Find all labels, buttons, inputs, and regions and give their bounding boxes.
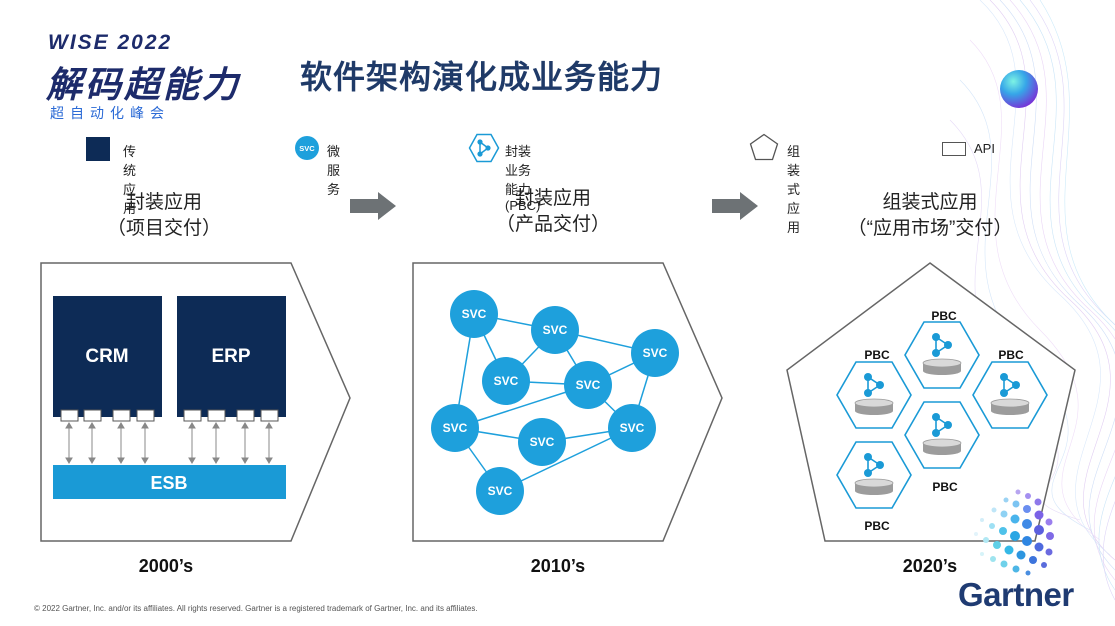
erp-block [177,296,286,417]
api-icon [942,142,966,156]
svc-label: SVC [488,484,513,498]
svc-node [608,404,656,452]
era-1-title: 封装应用 （项目交付） [34,190,294,242]
pbc-label: PBC [864,519,890,533]
microservice-icon-text: SVC [299,144,315,153]
era-2-year: 2010’s [530,556,586,576]
svc-node [431,404,479,452]
era-1-title-line1: 封装应用 [125,192,202,213]
pentagon-icon [749,133,779,161]
era-3-diagram: PBC PBC PBC PBC PBC [786,262,1076,542]
slide-title: 软件架构演化成业务能力 [300,59,664,95]
pbc-label: PBC [932,480,958,494]
legend-api-label: API [974,141,995,156]
pbc-icon [468,133,500,163]
event-tagline: 解码超能力 [46,64,242,105]
transition-arrow-2 [712,192,758,220]
svc-label: SVC [643,346,668,360]
decorative-dot-cluster [974,489,1054,576]
api-port [183,409,202,422]
svc-node [631,329,679,377]
era-3-title: 组装式应用 （“应用市场”交付） [800,190,1060,242]
svc-node [476,467,524,515]
erp-label: ERP [211,346,250,367]
esb-label: ESB [150,473,187,493]
svc-nodes [431,290,679,515]
api-port [207,409,226,422]
copyright-notice: © 2022 Gartner, Inc. and/or its affiliat… [34,604,478,613]
api-port [60,409,79,422]
transition-arrow-1 [350,192,396,220]
event-subtitle: 超自动化峰会 [50,105,170,121]
era-1-year: 2000’s [138,556,194,576]
svc-label: SVC [462,307,487,321]
microservice-icon: SVC [295,136,319,160]
svc-label: SVC [494,374,519,388]
era-1-title-line2: （项目交付） [106,218,221,239]
svc-node [482,357,530,405]
era-2-title-line2: （产品交付） [495,214,610,235]
esb-bar [53,465,286,499]
svc-label: SVC [530,435,555,449]
legend-pbc-label: 封装业务能力 (PBC) [505,144,541,213]
svc-node [564,361,612,409]
era-1-diagram: CRM ERP ESB [40,262,351,542]
svc-node [531,306,579,354]
svc-node [518,418,566,466]
gartner-logo: Gartner [958,576,1074,613]
event-name: WISE 2022 [48,31,173,54]
api-port [236,409,255,422]
api-port [260,409,279,422]
era-3-title-line1: 组装式应用 [882,192,978,213]
svc-label: SVC [443,421,468,435]
pbc-label: PBC [864,348,890,362]
pbc-label: PBC [998,348,1024,362]
api-port [83,409,102,422]
era-3-year: 2020’s [902,556,958,576]
pbc-label: PBC [931,309,957,323]
svc-label: SVC [543,323,568,337]
legend-composable-label: 组装式应用 [787,144,801,235]
era-3-title-line2: （“应用市场”交付） [847,218,1013,239]
crm-label: CRM [85,346,128,367]
svc-label: SVC [620,421,645,435]
api-port [136,409,155,422]
api-port [112,409,131,422]
era-2-title-line1: 封装应用 [514,188,591,209]
crm-block [53,296,162,417]
legend-microservice-label: 微服务 [327,144,341,197]
legend-traditional-label: 传统应用 [123,144,137,216]
svc-node [450,290,498,338]
decorative-sphere [1000,70,1038,108]
era-2-title: 封装应用 （产品交付） [423,186,683,238]
era-2-diagram: SVC SVC SVC SVC SVC SVC SVC SVC SVC [412,262,723,542]
svc-label: SVC [576,378,601,392]
traditional-app-icon [86,137,110,161]
